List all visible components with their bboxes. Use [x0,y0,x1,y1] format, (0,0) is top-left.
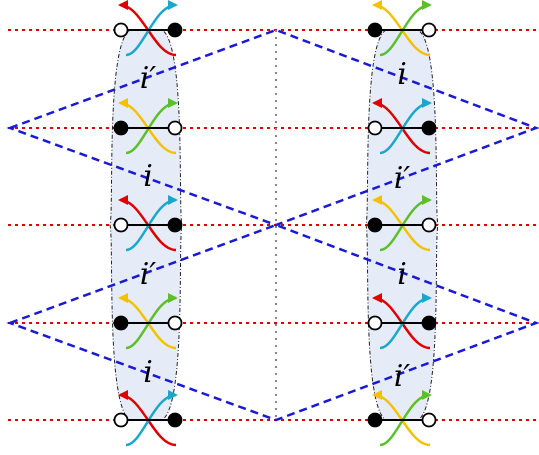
crossing-right-5 [367,390,437,447]
label-right-3: i [397,257,407,292]
open-node [421,217,437,233]
crossing-left-3 [113,195,183,252]
crossing-left-2 [113,98,183,155]
filled-node [113,315,129,331]
horizontal-dotted-lines [8,29,536,421]
strand-crossings [113,0,437,447]
filled-node [367,412,383,428]
open-node [113,217,129,233]
blue-diamond-2 [6,223,539,422]
crossing-right-4 [367,293,437,350]
filled-node [367,22,383,38]
region-labels: i′ i i′ i i i′ i i′ [140,57,411,394]
label-left-3: i′ [140,257,157,292]
crossing-right-2 [367,98,437,155]
filled-node [113,120,129,136]
label-left-4: i [143,355,153,390]
label-right-4: i′ [394,359,411,394]
blue-dashed-diamond [6,28,539,422]
open-node [367,315,383,331]
filled-node [367,217,383,233]
label-left-2: i [143,159,153,194]
open-node [421,22,437,38]
crossing-left-4 [113,293,183,350]
filled-node [167,412,183,428]
filled-node [421,315,437,331]
filled-node [421,120,437,136]
open-node [167,120,183,136]
label-right-2: i′ [394,161,411,196]
crossing-left-5 [113,390,183,447]
filled-node [167,22,183,38]
open-node [367,120,383,136]
label-right-1: i [397,57,407,92]
label-left-1: i′ [140,61,157,96]
blue-diamond-1 [6,28,539,227]
crossing-left-1 [113,0,183,57]
open-node [113,412,129,428]
crossing-right-1 [367,0,437,57]
open-node [421,412,437,428]
crossing-right-3 [367,195,437,252]
open-node [167,315,183,331]
open-node [113,22,129,38]
filled-node [167,217,183,233]
